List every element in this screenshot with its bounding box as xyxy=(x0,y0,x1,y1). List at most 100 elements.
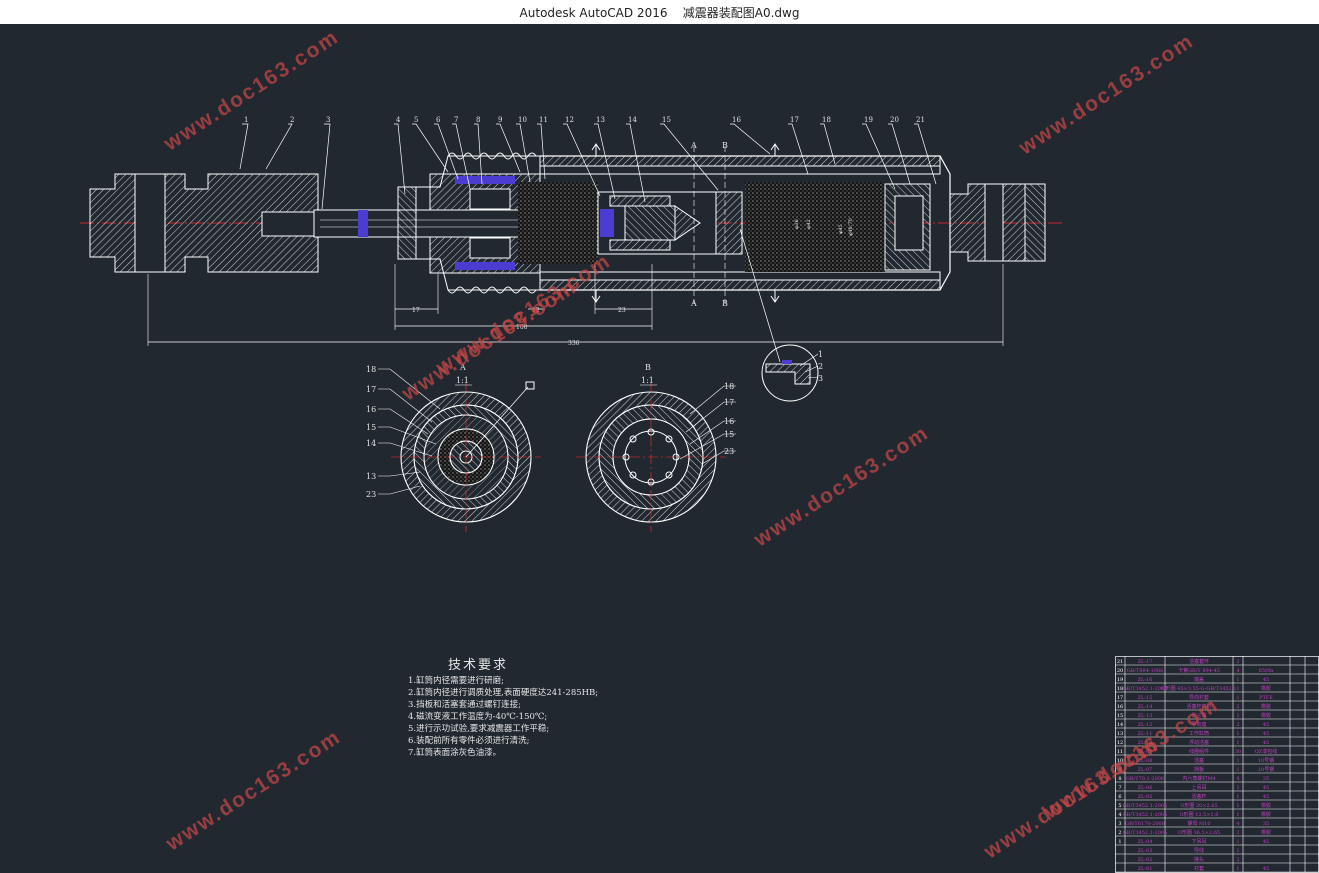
balloon-9: 9 xyxy=(498,116,502,124)
bom-cell: 35 xyxy=(1263,821,1269,827)
balloon-2: 2 xyxy=(290,116,294,124)
diameter-label-1: φ36 xyxy=(794,219,800,229)
section-mark-a-bottom: A xyxy=(690,299,697,308)
bom-cell: GB/T70.1-2008 xyxy=(1126,776,1164,782)
bom-cell: ZL-06 xyxy=(1138,785,1153,791)
section-mark-b-top: B xyxy=(722,141,728,150)
tech-item-4: 4.磁流变液工作温度为-40℃-150℃; xyxy=(408,712,548,722)
bom-cell: 螺母 M10 xyxy=(1187,820,1210,827)
bom-cell: 18 xyxy=(1117,686,1123,692)
bom-cell: 橡胶 xyxy=(1261,802,1271,809)
mr-fluid-left xyxy=(518,210,598,264)
window-title-bar: Autodesk AutoCAD 2016 减震器装配图A0.dwg xyxy=(0,0,1319,25)
bom-cell: 防尘罩 xyxy=(1191,712,1206,719)
tech-item-1: 1.缸筒内径需要进行研磨; xyxy=(408,676,504,686)
balloon-14: 14 xyxy=(628,116,637,124)
bom-cell: ZL-05 xyxy=(1138,794,1153,800)
bom-cell: 1 xyxy=(1236,839,1239,845)
bom-cell: ZL-01 xyxy=(1138,866,1153,872)
diameter-label-2: φ42 xyxy=(806,219,812,229)
bom-cell: 1 xyxy=(1236,785,1239,791)
bom-cell: ZL-15 xyxy=(1138,695,1153,701)
detail-label-3: 3 xyxy=(818,374,823,383)
balloon-7: 7 xyxy=(454,116,458,124)
section-mark-a-top: A xyxy=(690,141,697,150)
bom-cell: 14 xyxy=(1117,722,1123,728)
balloon-8: 8 xyxy=(476,116,480,124)
main-section-view xyxy=(80,143,1065,363)
tech-heading: 技术要求 xyxy=(448,658,509,673)
bom-cell: 4 xyxy=(1236,821,1239,827)
section-b-label-23: 23 xyxy=(724,447,734,456)
dimension-23: 23 xyxy=(618,307,626,314)
bom-cell: 35 xyxy=(1263,776,1269,782)
tech-item-3: 3.挡板和活塞套通过螺钉连接; xyxy=(408,700,521,710)
bom-cell: 1 xyxy=(1236,866,1239,872)
dimension-100: 100 xyxy=(516,324,528,331)
bom-cell: 13 xyxy=(1117,731,1123,737)
bom-cell: 1 xyxy=(1236,803,1239,809)
balloon-5: 5 xyxy=(414,116,418,124)
section-a-scale: 1:1 xyxy=(456,376,469,385)
bom-cell: 导线 xyxy=(1194,847,1204,854)
mr-fluid-right xyxy=(745,182,885,272)
balloon-3: 3 xyxy=(326,116,330,124)
section-a-label-15: 15 xyxy=(366,423,376,432)
section-b-view xyxy=(576,382,736,532)
bom-cell: 1 xyxy=(1236,758,1239,764)
bom-cell: 15 xyxy=(1117,713,1123,719)
bom-cell: QZ漆包线 xyxy=(1255,748,1278,755)
bom-cell: 5 xyxy=(1118,803,1121,809)
bom-cell: 1 xyxy=(1236,848,1239,854)
bom-cell: 1 xyxy=(1236,812,1239,818)
bom-cell: 4 xyxy=(1118,812,1121,818)
balloon-10: 10 xyxy=(518,116,527,124)
bom-cell: 45 xyxy=(1263,866,1269,872)
bom-cell: 45 xyxy=(1263,731,1269,737)
bom-cell: 45 xyxy=(1263,839,1269,845)
bom-cell: ZL-14 xyxy=(1138,704,1153,710)
bom-cell: GB/T6170-2000 xyxy=(1125,821,1165,827)
bom-cell: 17 xyxy=(1117,695,1123,701)
bom-cell: 45 xyxy=(1263,677,1269,683)
bom-cell: 2 xyxy=(1236,659,1239,665)
bom-cell: O形圈 12.5×1.8 xyxy=(1180,811,1219,818)
dimension-17: 17 xyxy=(412,307,420,314)
section-a-label-14: 14 xyxy=(366,439,376,448)
bom-cell: 橡胶 xyxy=(1261,712,1271,719)
bom-cell: 1 xyxy=(1236,713,1239,719)
dimension-336: 336 xyxy=(568,340,580,347)
tech-item-5: 5.进行示功试验,要求减震器工作平稳; xyxy=(408,724,550,734)
bom-cell: O形圈 20×2.65 xyxy=(1180,802,1217,809)
section-mark-b-bottom: B xyxy=(722,299,728,308)
bom-cell: ZL-07 xyxy=(1138,767,1153,773)
bom-cell: ZL-09 xyxy=(1138,749,1153,755)
bom-cell: ZL-08 xyxy=(1138,758,1153,764)
bom-cell: 内六角螺钉M4 xyxy=(1182,775,1215,782)
section-a-label-13: 13 xyxy=(366,472,376,481)
bom-cell: 6 xyxy=(1118,794,1121,800)
bom-cell: 浮动活塞 xyxy=(1189,739,1209,746)
bom-cell: 橡胶 xyxy=(1261,829,1271,836)
balloon-6: 6 xyxy=(436,116,441,124)
bom-cell: 导向衬套 xyxy=(1189,694,1209,701)
detail-view xyxy=(761,344,819,402)
balloon-1: 1 xyxy=(244,116,248,124)
bom-cell: 16 xyxy=(1117,704,1123,710)
bom-cell: ZL-10 xyxy=(1138,740,1153,746)
balloon-18: 18 xyxy=(822,116,831,124)
bom-cell: 活塞杆密封 xyxy=(1186,703,1211,710)
bom-cell: 45 xyxy=(1263,722,1269,728)
section-b-label-15: 15 xyxy=(724,430,734,439)
bom-cell: 2 xyxy=(1236,722,1239,728)
balloon-20: 20 xyxy=(890,116,899,124)
bom-cell: 20 xyxy=(1117,668,1123,674)
bom-cell: 2 xyxy=(1236,830,1239,836)
diameter-label-4: φ48.70 xyxy=(848,218,854,236)
bom-cell: 11 xyxy=(1117,749,1123,755)
bom-cell: 挡板 xyxy=(1194,766,1204,773)
bom-cell: O形圈 36.5×2.65 xyxy=(1178,829,1220,836)
detail-label-1: 1 xyxy=(818,350,823,359)
balloon-15: 15 xyxy=(662,116,671,124)
